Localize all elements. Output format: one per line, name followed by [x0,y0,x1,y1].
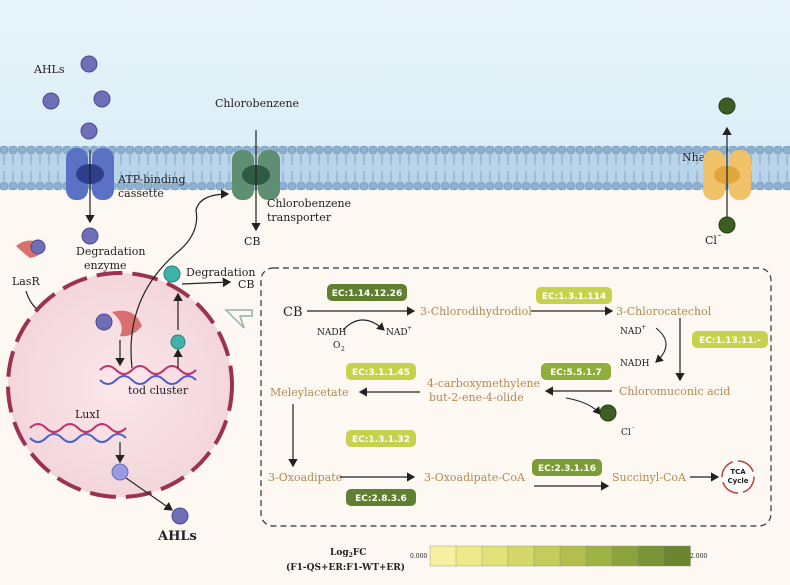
tod-cluster-dna [99,365,197,385]
chloromuconic-acid: Chloromuconic acid [619,385,730,398]
ec-badge: EC:2.3.1.16 [532,459,602,476]
ahl-bead-enzyme [81,227,99,245]
ahl-molecules-outside [42,55,111,140]
abc-label-1: ATP-binding [117,173,186,186]
svg-text:+: + [641,324,646,331]
cb-transported-label: CB [244,235,261,248]
legend-color-cell [663,545,691,567]
legend-color-cell [429,545,457,567]
ec-badge: EC:5.5.1.7 [541,363,611,380]
lasr-ahl-complex [95,310,142,337]
meleylacetate: Meleylacetate [270,386,349,399]
legend-color-cell [585,545,613,567]
cl-inside-label: Cl [705,234,717,247]
ec-badge-label: EC:1.14.12.26 [332,289,402,299]
cbt-label-1: Chlorobenzene [267,197,351,210]
ec-badge-label: EC:1.3.1.32 [352,435,410,445]
cbt-label-2: transporter [267,211,332,224]
pathway-pointer-arrow [224,309,253,329]
legend-color-cell [507,545,535,567]
chlorobenzene-label: Chlorobenzene [215,97,299,110]
log2fc-legend: Log2FC (F1-QS+ER:F1-WT+ER) 0.000 2.000 [286,545,707,573]
bacterial-cell [6,271,234,499]
teal-enzyme-upper [163,265,181,283]
lasr-label: LasR [12,275,41,288]
cb-degradation-label: CB [238,278,255,291]
cell-membrane [0,145,790,191]
legend-color-cell [559,545,587,567]
degradation-label: Degradation [186,266,255,279]
teal-enzyme-lower [170,334,186,350]
svg-text:+: + [407,325,412,332]
carboxymethylene-2: but-2-ene-4-olide [429,391,524,404]
succinyl-coa: Succinyl-CoA [612,471,687,484]
chlorodihydrodiol: 3-Chlorodihydrodiol [420,305,532,318]
nad-cofactor-2: NAD [620,327,642,337]
ec-badge-label: EC:1.13.11.- [699,336,761,346]
extracellular-space [0,0,790,160]
pathway-cb: CB [283,305,303,320]
svg-text:-: - [718,231,721,241]
legend-subtitle: (F1-QS+ER:F1-WT+ER) [286,562,405,573]
ec-badge-label: EC:1.3.1.114 [542,292,606,302]
ec-badge: EC:1.3.1.32 [346,430,416,447]
carboxymethylene-1: 4-carboxymethylene [427,377,540,390]
svg-text:Cycle: Cycle [728,477,749,485]
ahl-synthesized [111,463,129,481]
oxoadipate-coa: 3-Oxoadipate-CoA [424,471,526,484]
ec-badge: EC:2.8.3.6 [346,489,416,506]
chloride-ion-outside [718,97,736,115]
legend-min: 0.000 [410,553,427,560]
ec-badge-label: EC:5.5.1.7 [550,368,602,378]
ec-badge: EC:1.14.12.26 [327,284,407,301]
legend-color-cell [637,545,665,567]
tod-cluster-label: tod cluster [128,384,189,397]
luxi-label: LuxI [75,408,100,421]
svg-text:2: 2 [341,346,345,353]
degradation-enzyme-label-1: Degradation [76,245,145,258]
ahls-outside-label: AHLs [33,63,65,76]
ec-badge: EC:1.13.11.- [692,331,768,348]
legend-color-cell [481,545,509,567]
degradation-enzyme-label-2: enzyme [84,259,127,272]
nad-cofactor-1: NAD [386,328,408,338]
oxoadipate: 3-Oxoadipate [268,471,342,484]
chlorocatechol: 3-Chlorocatechol [616,305,712,318]
lasr-protein [16,239,46,258]
ec-badge: EC:3.1.1.45 [346,363,416,380]
legend-color-cell [533,545,561,567]
legend-max: 2.000 [690,553,707,560]
ahls-secreted-label: AHLs [157,529,197,544]
chloride-ion-released [599,404,617,422]
svg-text:TCA: TCA [730,468,746,476]
luxi-gene-dna [29,423,127,443]
chloride-ion-inside [718,216,736,234]
ec-badge-label: EC:3.1.1.45 [352,368,410,378]
nadh-cofactor-1: NADH [317,328,347,338]
tca-cycle-icon: TCA Cycle [721,460,755,494]
abc-label-2: cassette [118,187,164,200]
ec-badge-label: EC:2.3.1.16 [538,464,596,474]
legend-color-cell [455,545,483,567]
svg-text:-: - [632,424,634,431]
legend-color-cell [611,545,639,567]
nadh-cofactor-2: NADH [620,359,650,369]
ahl-secreted [171,507,189,525]
pathway-box [260,267,772,527]
legend-title: Log2FC [330,548,366,559]
ec-badge-label: EC:2.8.3.6 [355,494,407,504]
o2-cofactor: O [333,341,340,351]
ec-badge: EC:1.3.1.114 [536,287,612,304]
cl-released-label: Cl [621,428,631,438]
